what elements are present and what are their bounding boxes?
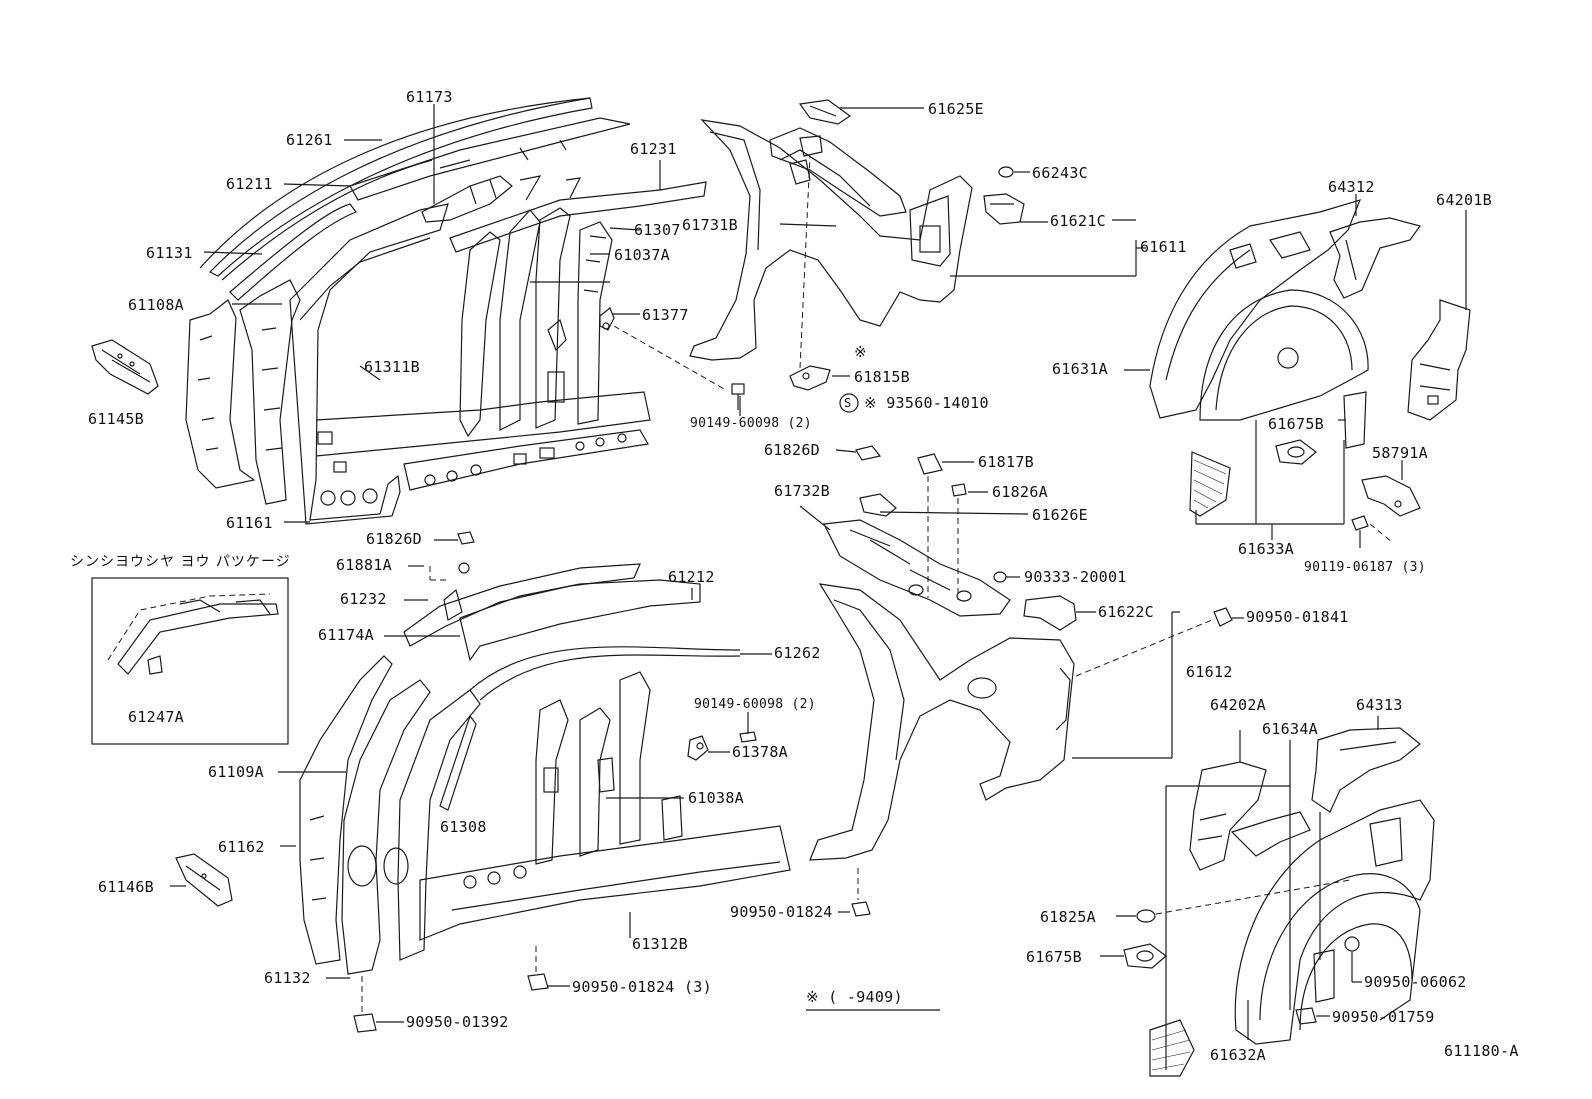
- label-61881A: 61881A: [336, 556, 392, 574]
- label-61631A: 61631A: [1052, 360, 1108, 378]
- diagram-code: 611180-A: [1444, 1042, 1519, 1060]
- label-90950-01841: 90950-01841: [1246, 608, 1349, 626]
- label-61212: 61212: [668, 568, 715, 586]
- label-61146B: 61146B: [98, 878, 154, 896]
- front-pillar-inner: [185, 279, 301, 505]
- label-61145B: 61145B: [88, 410, 144, 428]
- part-66243C-61621C: [983, 166, 1025, 225]
- label-61612: 61612: [1186, 663, 1233, 681]
- label-61174A: 61174A: [318, 626, 374, 644]
- label-61247A: 61247A: [128, 708, 184, 726]
- label-61826A: 61826A: [992, 483, 1048, 501]
- label-90950-06062: 90950-06062: [1364, 973, 1467, 991]
- label-61311B: 61311B: [364, 358, 420, 376]
- label-61231: 61231: [630, 140, 677, 158]
- label-61825A: 61825A: [1040, 908, 1096, 926]
- label-61262: 61262: [774, 644, 821, 662]
- label-61815B: 61815B: [854, 368, 910, 386]
- label-61378A: 61378A: [732, 743, 788, 761]
- wheel-house-inner: [1149, 199, 1471, 548]
- label-61826D-lower: 61826D: [366, 530, 422, 548]
- label-61261: 61261: [286, 131, 333, 149]
- note-text: ※ ( -9409): [806, 988, 903, 1006]
- lower-body-side: [175, 655, 791, 1033]
- quarter-panel-lower: [809, 445, 1233, 917]
- label-61622C: 61622C: [1098, 603, 1154, 621]
- label-61377: 61377: [642, 306, 689, 324]
- label-61161: 61161: [226, 514, 273, 532]
- label-61732B: 61732B: [774, 482, 830, 500]
- label-90119-06187: 90119-06187 (3): [1304, 560, 1426, 575]
- label-90950-01759: 90950-01759: [1332, 1008, 1435, 1026]
- label-61632A: 61632A: [1210, 1046, 1266, 1064]
- lower-roof-rails: [403, 531, 741, 701]
- label-61626E: 61626E: [1032, 506, 1088, 524]
- label-61826D-upper: 61826D: [764, 441, 820, 459]
- label-90149-60098-lower: 90149-60098 (2): [694, 697, 816, 712]
- label-61211: 61211: [226, 175, 273, 193]
- label-93560-14010: ※ 93560-14010: [864, 394, 989, 412]
- label-61634A: 61634A: [1262, 720, 1318, 738]
- label-61675B-upper: 61675B: [1268, 415, 1324, 433]
- label-61817B: 61817B: [978, 453, 1034, 471]
- part-61145B: [91, 339, 159, 395]
- label-61611: 61611: [1140, 238, 1187, 256]
- label-61132: 61132: [264, 969, 311, 987]
- s-symbol-circle: [839, 393, 859, 413]
- label-61625E: 61625E: [928, 100, 984, 118]
- label-61038A: 61038A: [688, 789, 744, 807]
- label-61162: 61162: [218, 838, 265, 856]
- quarter-panel-upper: [689, 99, 973, 391]
- label-90149-60098-upper: 90149-60098 (2): [690, 416, 812, 431]
- label-64201B: 64201B: [1436, 191, 1492, 209]
- label-61633A: 61633A: [1238, 540, 1294, 558]
- leader-lines: [170, 104, 1467, 1040]
- label-58791A: 58791A: [1372, 444, 1428, 462]
- label-61109A: 61109A: [208, 763, 264, 781]
- label-61108A: 61108A: [128, 296, 184, 314]
- center-pillar-and-rocker: [289, 203, 651, 525]
- label-61037A: 61037A: [614, 246, 670, 264]
- package-inset: [91, 577, 289, 745]
- label-90950-01824-3: 90950-01824 (3): [572, 978, 712, 996]
- note-mark-61815B: ※: [854, 343, 867, 361]
- label-61173: 61173: [406, 88, 453, 106]
- label-61312B: 61312B: [632, 935, 688, 953]
- label-90950-01824: 90950-01824: [730, 903, 833, 921]
- s-symbol-text: S: [844, 396, 852, 410]
- wheel-house-rh: [1123, 727, 1435, 1077]
- label-64312: 64312: [1328, 178, 1375, 196]
- label-90333-20001: 90333-20001: [1024, 568, 1127, 586]
- label-61307: 61307: [634, 221, 681, 239]
- label-61621C: 61621C: [1050, 212, 1106, 230]
- label-61131: 61131: [146, 244, 193, 262]
- label-61731B: 61731B: [682, 216, 738, 234]
- label-61232: 61232: [340, 590, 387, 608]
- label-66243C: 66243C: [1032, 164, 1088, 182]
- package-title: シンシヨウシヤ ヨウ パツケージ: [70, 554, 291, 570]
- label-90950-01392: 90950-01392: [406, 1013, 509, 1031]
- roof-rail-upper-assembly: [199, 97, 707, 301]
- label-64202A: 64202A: [1210, 696, 1266, 714]
- part-61377: [599, 307, 745, 410]
- label-61675B-lower: 61675B: [1026, 948, 1082, 966]
- label-61308: 61308: [440, 818, 487, 836]
- label-64313: 64313: [1356, 696, 1403, 714]
